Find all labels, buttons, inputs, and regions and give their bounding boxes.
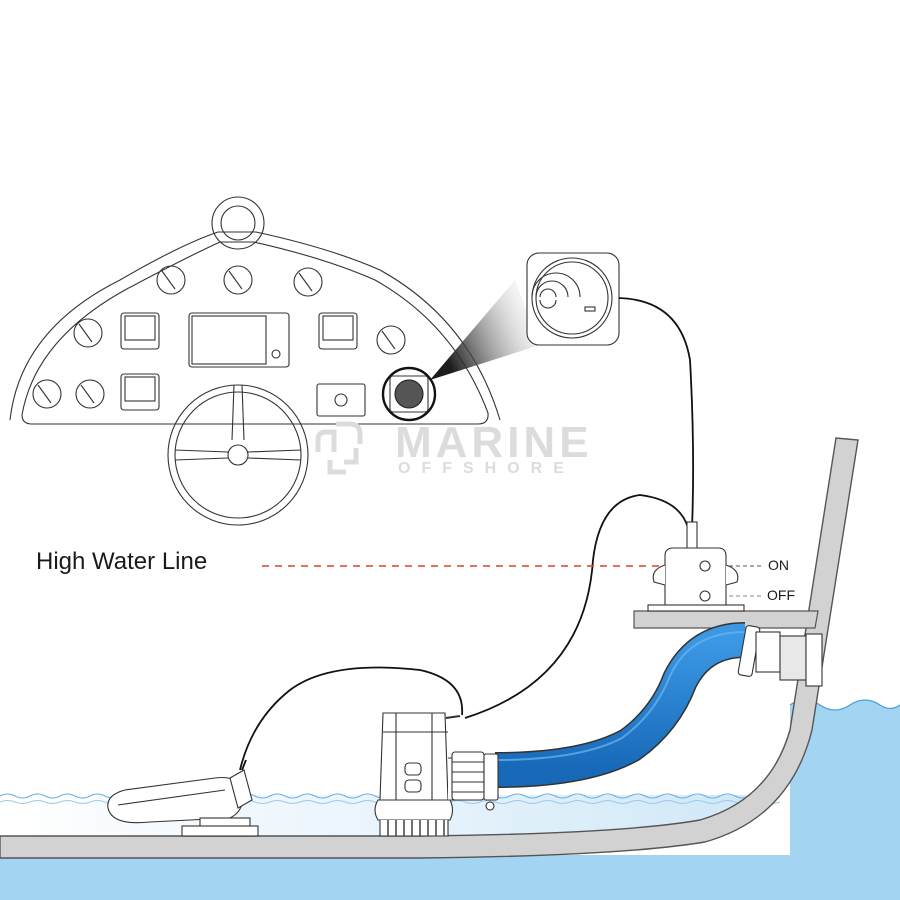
alarm-wire: [618, 297, 695, 529]
alarm-panel: [526, 252, 620, 346]
bilge-pump: [374, 712, 499, 837]
wiring: [239, 297, 695, 771]
display-screens: [120, 312, 366, 417]
gauge-cluster: [32, 265, 406, 409]
zoom-beam: [430, 280, 540, 380]
watermark-logo-icon: [315, 421, 363, 475]
float-switch: [647, 521, 745, 612]
thru-hull-fitting: [737, 625, 823, 687]
switch-on-label: ON: [768, 557, 789, 573]
watermark-marine: MARINE: [395, 418, 593, 467]
high-water-line-label: High Water Line: [36, 548, 208, 575]
watermark-offshore: OFFSHORE: [398, 460, 575, 477]
pump-wire: [464, 494, 689, 719]
discharge-hose: [494, 622, 746, 788]
sensor-wire: [239, 666, 463, 771]
water-sensor: [107, 759, 259, 837]
boat-hull: [0, 437, 859, 859]
switch-off-label: OFF: [767, 587, 795, 603]
steering-wheel: [167, 384, 309, 526]
helm-dashboard: [9, 196, 501, 526]
sea-water: [0, 699, 900, 900]
dash-alarm-indicator: [381, 366, 437, 422]
